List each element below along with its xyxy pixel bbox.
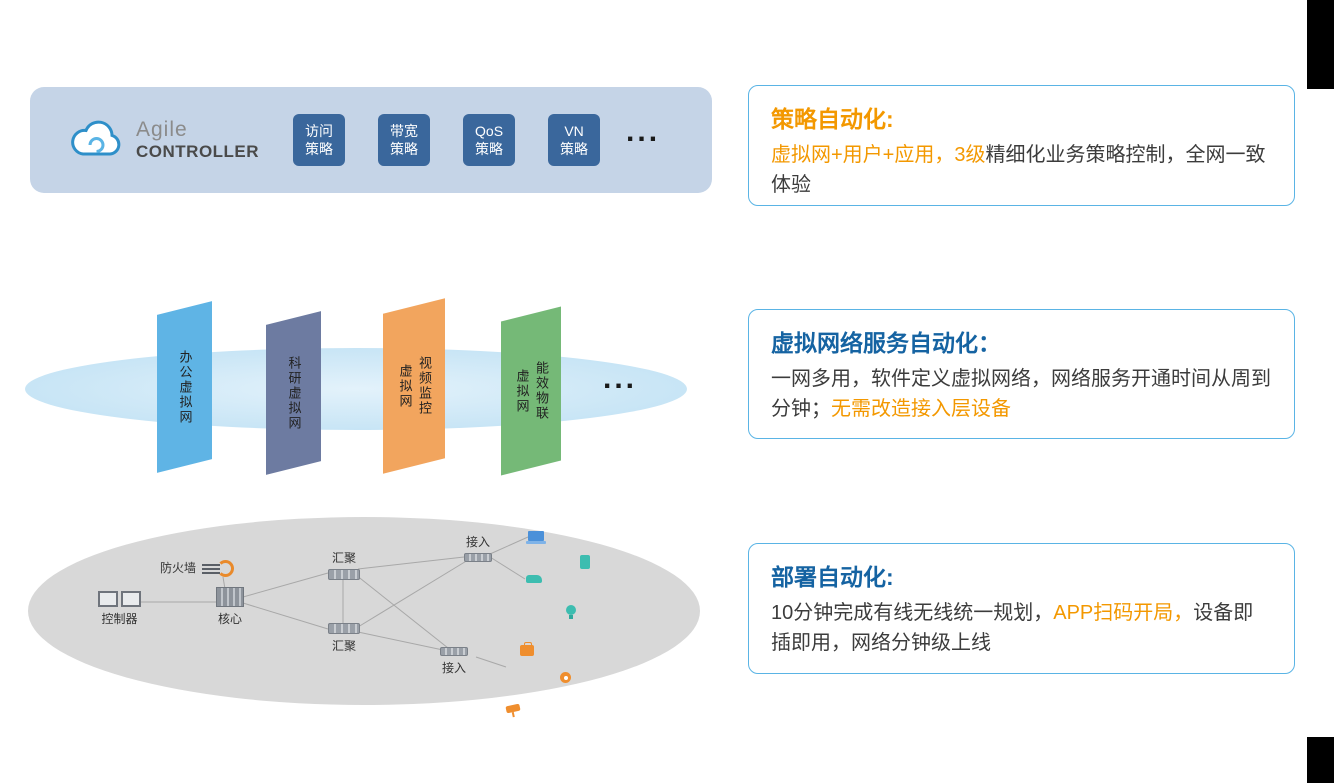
access-switch-icon	[464, 553, 492, 562]
vn-panel-label: 办公虚拟网	[177, 349, 193, 425]
node-label: 汇聚	[331, 551, 356, 565]
badge-label: 策略	[560, 141, 589, 157]
vn-panel-label: 科研虚拟网	[286, 355, 302, 431]
info-box-body: 一网多用，软件定义虚拟网络，网络服务开通时间从周到分钟；无需改造接入层设备	[771, 364, 1272, 424]
firewall-icon	[202, 560, 235, 577]
policy-badges: 访问 策略 带宽 策略 QoS 策略 VN 策略	[293, 114, 601, 166]
badge-qos-policy: QoS 策略	[463, 114, 516, 166]
laptop-icon	[526, 531, 546, 544]
badge-label: 策略	[390, 141, 419, 157]
gear-device-icon	[560, 672, 571, 683]
node-label: 接入	[441, 661, 466, 675]
aggregation-switch-icon	[328, 569, 360, 580]
vn-panel-label: 能效物联 虚拟网	[514, 361, 549, 421]
info-box-policy-automation: 策略自动化: 虚拟网+用户+应用，3级精细化业务策略控制，全网一致体验	[748, 85, 1295, 206]
badge-label: 带宽	[390, 122, 419, 139]
smart-bulb-icon	[566, 605, 576, 619]
badge-label: QoS	[475, 122, 504, 139]
info-box-title: 策略自动化:	[771, 106, 894, 132]
badge-label: 策略	[475, 141, 504, 157]
body-segment: 10分钟完成有线无线统一规划，	[771, 602, 1054, 624]
brand-line-agile: Agile	[136, 118, 188, 141]
topology-node-core: 核心	[216, 587, 244, 627]
info-box-title: 部署自动化:	[771, 564, 894, 590]
info-box-deployment-automation: 部署自动化: 10分钟完成有线无线统一规划，APP扫码开局，设备即插即用，网络分…	[748, 543, 1295, 674]
more-policies-ellipsis: ...	[626, 115, 661, 148]
vn-panel-label: 视频监控 虚拟网	[397, 356, 432, 416]
body-segment: APP扫码开局，	[1053, 602, 1194, 624]
topology-node-aggregation-top: 汇聚	[328, 549, 360, 580]
node-label: 核心	[217, 612, 242, 626]
node-label: 防火墙	[160, 561, 197, 575]
vn-panel-energy-iot: 能效物联 虚拟网	[501, 306, 561, 476]
bottom-right-black-bar	[1307, 737, 1334, 783]
body-segment: 无需改造接入层设备	[831, 398, 1011, 420]
aggregation-switch-icon	[328, 623, 360, 634]
badge-label: 访问	[305, 122, 334, 139]
vn-panel-video-surveillance: 视频监控 虚拟网	[383, 298, 445, 474]
node-label: 控制器	[101, 612, 138, 626]
cloud-logo-icon	[66, 117, 126, 163]
body-segment: 一网多用，软件定义虚拟网络，网络服务开通时间从周到分钟；	[771, 368, 1271, 420]
node-label: 接入	[465, 535, 490, 549]
node-label: 汇聚	[331, 639, 356, 653]
brand-line-controller: CONTROLLER	[136, 142, 260, 161]
access-switch-icon	[440, 647, 468, 656]
tablet-icon	[580, 555, 590, 569]
badge-label: VN	[564, 122, 584, 139]
vehicle-icon	[526, 575, 542, 583]
badge-label: 策略	[305, 141, 334, 157]
body-segment: 精细化业务策略控制，全网一致体验	[771, 144, 1266, 196]
info-box-title: 虚拟网络服务自动化：	[771, 330, 1001, 356]
brand-text: Agile CONTROLLER	[136, 118, 259, 162]
cctv-camera-icon	[505, 703, 521, 714]
body-segment: 设备即插即用，网络分钟级上线	[771, 602, 1254, 654]
controller-icon	[98, 591, 141, 607]
agile-controller-bar: Agile CONTROLLER 访问 策略 带宽 策略 QoS 策略 VN 策…	[30, 87, 712, 193]
topology-links	[136, 536, 529, 668]
info-box-vn-service-automation: 虚拟网络服务自动化： 一网多用，软件定义虚拟网络，网络服务开通时间从周到分钟；无…	[748, 309, 1295, 439]
topology-node-controller: 控制器	[98, 591, 141, 627]
topology-node-aggregation-bottom: 汇聚	[328, 623, 360, 654]
body-segment: 虚拟网+用户+应用，3级	[771, 144, 986, 166]
topology-node-firewall: 防火墙	[160, 559, 235, 577]
printer-icon	[520, 642, 534, 656]
more-vns-ellipsis: ...	[603, 362, 638, 395]
network-topology: 控制器 防火墙 核心 汇聚 汇聚 接入 接入	[28, 517, 700, 714]
physical-network-ellipse	[28, 517, 700, 705]
vn-panel-research: 科研虚拟网	[266, 311, 321, 475]
virtual-network-ellipse	[25, 348, 687, 430]
badge-access-policy: 访问 策略	[293, 114, 346, 166]
badge-vn-policy: VN 策略	[548, 114, 601, 166]
core-switch-icon	[216, 587, 244, 607]
top-right-black-bar	[1307, 0, 1334, 89]
topology-node-access-top: 接入	[464, 533, 492, 562]
info-box-body: 虚拟网+用户+应用，3级精细化业务策略控制，全网一致体验	[771, 140, 1272, 200]
topology-node-access-bottom: 接入	[440, 647, 468, 676]
info-box-body: 10分钟完成有线无线统一规划，APP扫码开局，设备即插即用，网络分钟级上线	[771, 598, 1272, 658]
vn-panel-office: 办公虚拟网	[157, 301, 212, 473]
badge-bandwidth-policy: 带宽 策略	[378, 114, 431, 166]
